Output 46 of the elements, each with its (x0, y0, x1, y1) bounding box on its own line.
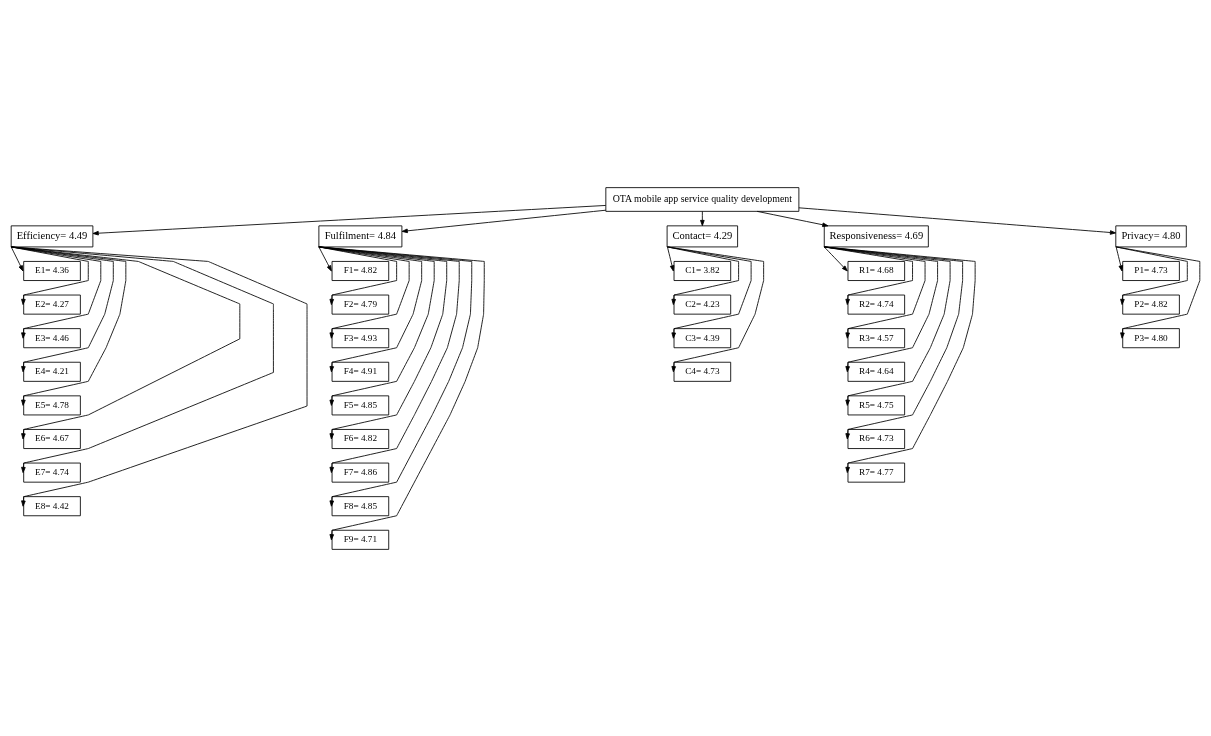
arrow (92, 204, 607, 235)
arrow (318, 246, 423, 372)
arrow (318, 246, 410, 339)
arrow (667, 246, 675, 271)
arrow (823, 246, 848, 271)
arrow (318, 246, 448, 439)
arrow (823, 246, 913, 305)
arrow (798, 206, 1117, 235)
arrow (1115, 246, 1123, 271)
arrow (401, 209, 607, 233)
arrow (318, 246, 398, 305)
node-box: P1= 4.73 (1122, 260, 1180, 281)
arrow (823, 246, 964, 439)
arrow (10, 246, 241, 439)
arrow (667, 246, 740, 305)
arrow (823, 246, 926, 339)
arrow (1115, 246, 1188, 305)
arrow (318, 246, 485, 540)
arrow (10, 246, 24, 271)
arrow (318, 246, 435, 406)
node-box: Privacy= 4.80 (1115, 224, 1187, 247)
node-box: Contact= 4.29 (666, 224, 739, 247)
node-box: Fulfilment= 4.84 (318, 224, 403, 247)
node-box: E1= 4.36 (23, 260, 81, 281)
node-box: OTA mobile app service quality development (605, 186, 800, 212)
arrow (1115, 246, 1201, 339)
arrow (700, 210, 705, 226)
arrow (318, 246, 460, 473)
arrow (318, 246, 473, 507)
arrow (823, 246, 976, 473)
arrow (667, 246, 752, 339)
arrow (10, 246, 308, 507)
arrow (318, 246, 332, 271)
arrow (10, 246, 102, 339)
node-box: F1= 4.82 (331, 260, 390, 281)
node-box: C1= 3.82 (673, 260, 732, 281)
arrow (823, 246, 951, 406)
node-box: R1= 4.68 (847, 260, 906, 281)
arrow (10, 246, 274, 473)
arrow (667, 246, 765, 372)
arrow (10, 246, 127, 406)
arrow (10, 246, 114, 372)
node-box: Efficiency= 4.49 (10, 224, 94, 247)
arrow (756, 210, 829, 227)
arrow (10, 246, 89, 305)
arrow (823, 246, 938, 372)
